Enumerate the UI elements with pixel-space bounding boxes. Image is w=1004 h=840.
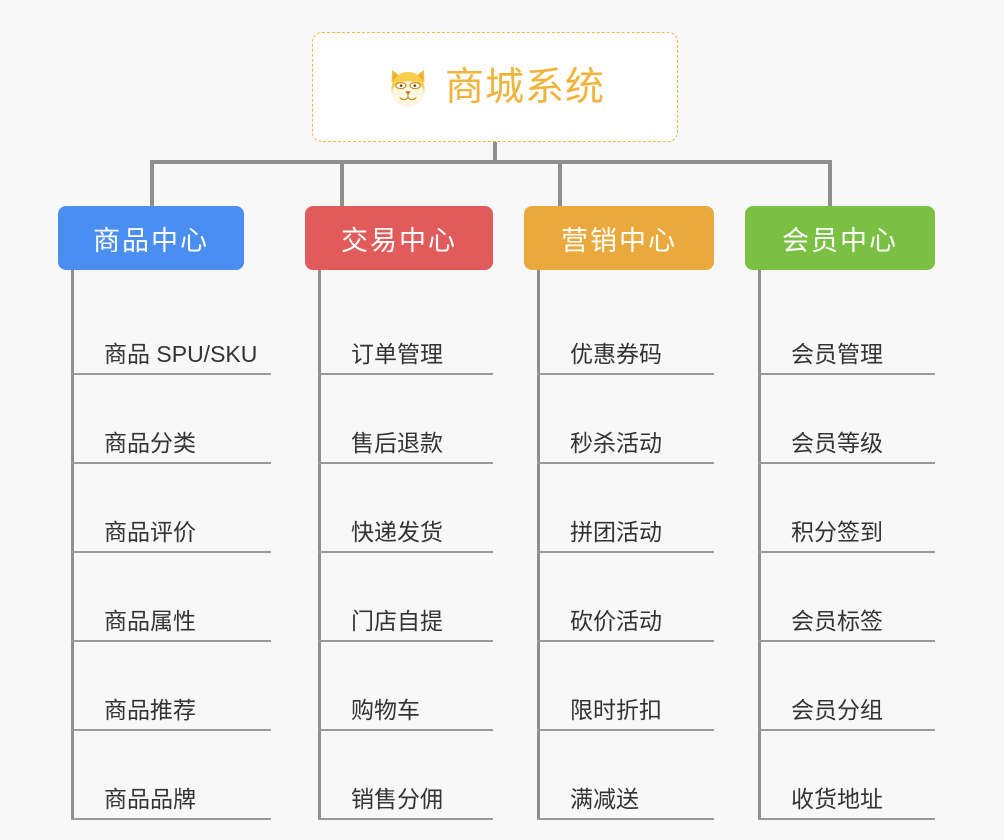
leaf-item[interactable]: 收货地址 — [758, 731, 935, 820]
leaf-item-label: 商品评价 — [104, 518, 196, 545]
leaf-item[interactable]: 会员分组 — [758, 642, 935, 731]
leaf-list: 商品 SPU/SKU 商品分类商品评价商品属性商品推荐商品品牌 — [71, 270, 272, 820]
leaf-item[interactable]: 秒杀活动 — [537, 375, 714, 464]
leaf-item[interactable]: 商品分类 — [71, 375, 272, 464]
leaf-item-label: 优惠券码 — [570, 340, 662, 367]
category-box[interactable]: 交易中心 — [305, 206, 493, 270]
leaf-item-label: 会员分组 — [791, 696, 883, 723]
connector-drop-2 — [340, 160, 344, 208]
leaf-item[interactable]: 会员标签 — [758, 553, 935, 642]
leaf-item-label: 售后退款 — [351, 429, 443, 456]
column-spine — [318, 270, 321, 820]
leaf-item[interactable]: 商品 SPU/SKU — [71, 286, 272, 375]
leaf-item[interactable]: 商品品牌 — [71, 731, 272, 820]
leaf-item[interactable]: 满减送 — [537, 731, 714, 820]
leaf-item[interactable]: 商品推荐 — [71, 642, 272, 731]
leaf-item-label: 秒杀活动 — [570, 429, 662, 456]
leaf-item-label: 商品 SPU/SKU — [104, 340, 258, 367]
root-title: 商城系统 — [444, 65, 605, 109]
connector-horizontal-bus — [150, 160, 832, 164]
leaf-list: 订单管理售后退款快递发货门店自提购物车销售分佣 — [318, 270, 493, 820]
leaf-item[interactable]: 优惠券码 — [537, 286, 714, 375]
leaf-item-label: 满减送 — [570, 785, 639, 812]
column-spine — [537, 270, 540, 820]
column-spine — [758, 270, 761, 820]
connector-drop-3 — [558, 160, 562, 208]
category-box[interactable]: 商品中心 — [58, 206, 244, 270]
column-spine — [71, 270, 74, 820]
leaf-list: 优惠券码秒杀活动拼团活动砍价活动限时折扣满减送 — [537, 270, 714, 820]
leaf-item[interactable]: 订单管理 — [318, 286, 493, 375]
leaf-item[interactable]: 限时折扣 — [537, 642, 714, 731]
category-column-3: 营销中心优惠券码秒杀活动拼团活动砍价活动限时折扣满减送 — [524, 206, 714, 820]
category-column-1: 商品中心商品 SPU/SKU 商品分类商品评价商品属性商品推荐商品品牌 — [58, 206, 272, 820]
leaf-item-label: 商品推荐 — [104, 696, 196, 723]
leaf-item-label: 拼团活动 — [570, 518, 662, 545]
leaf-item[interactable]: 会员等级 — [758, 375, 935, 464]
leaf-item-label: 购物车 — [351, 696, 420, 723]
connector-drop-4 — [828, 160, 832, 208]
connector-root-stem — [493, 142, 497, 163]
leaf-list: 会员管理会员等级积分签到会员标签会员分组收货地址 — [758, 270, 935, 820]
leaf-item[interactable]: 售后退款 — [318, 375, 493, 464]
category-title: 营销中心 — [561, 225, 677, 256]
leaf-item[interactable]: 拼团活动 — [537, 464, 714, 553]
leaf-item[interactable]: 积分签到 — [758, 464, 935, 553]
category-column-2: 交易中心订单管理售后退款快递发货门店自提购物车销售分佣 — [305, 206, 493, 820]
leaf-item-label: 限时折扣 — [570, 696, 662, 723]
leaf-item-label: 砍价活动 — [570, 607, 662, 634]
leaf-item-label: 会员管理 — [791, 340, 883, 367]
leaf-item-label: 会员等级 — [791, 429, 883, 456]
category-box[interactable]: 会员中心 — [745, 206, 935, 270]
leaf-item-label: 商品分类 — [104, 429, 196, 456]
leaf-item[interactable]: 商品属性 — [71, 553, 272, 642]
leaf-item[interactable]: 门店自提 — [318, 553, 493, 642]
leaf-item[interactable]: 商品评价 — [71, 464, 272, 553]
root-node[interactable]: 商城系统 — [312, 32, 678, 142]
leaf-item-label: 积分签到 — [791, 518, 883, 545]
leaf-item-label: 商品品牌 — [104, 785, 196, 812]
leaf-item[interactable]: 快递发货 — [318, 464, 493, 553]
shiba-dog-face-icon — [385, 64, 431, 110]
leaf-item[interactable]: 销售分佣 — [318, 731, 493, 820]
leaf-item[interactable]: 砍价活动 — [537, 553, 714, 642]
leaf-item-label: 会员标签 — [791, 607, 883, 634]
leaf-item[interactable]: 会员管理 — [758, 286, 935, 375]
category-box[interactable]: 营销中心 — [524, 206, 714, 270]
category-column-4: 会员中心会员管理会员等级积分签到会员标签会员分组收货地址 — [745, 206, 935, 820]
leaf-item[interactable]: 购物车 — [318, 642, 493, 731]
connector-drop-1 — [150, 160, 154, 208]
leaf-item-label: 商品属性 — [104, 607, 196, 634]
category-title: 会员中心 — [782, 225, 898, 256]
leaf-item-label: 订单管理 — [351, 340, 443, 367]
category-title: 商品中心 — [93, 225, 209, 256]
leaf-item-label: 收货地址 — [791, 785, 883, 812]
leaf-item-label: 门店自提 — [351, 607, 443, 634]
category-title: 交易中心 — [341, 225, 457, 256]
leaf-item-label: 销售分佣 — [351, 785, 443, 812]
leaf-item-label: 快递发货 — [351, 518, 443, 545]
